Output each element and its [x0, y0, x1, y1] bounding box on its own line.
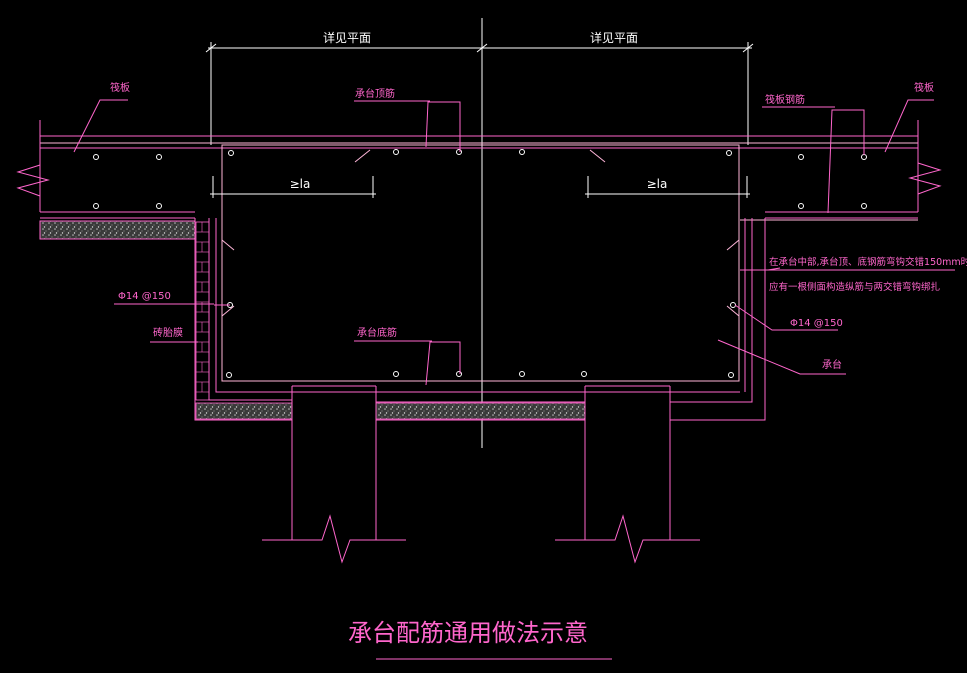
side-bar-right-label: Φ14 @150 [790, 318, 843, 329]
cushion-bottom-left [195, 402, 293, 420]
raft-left-label: 筏板 [110, 81, 130, 94]
cap-outline [194, 218, 766, 421]
side-bar-left-label: Φ14 @150 [118, 291, 171, 302]
cushion-left [39, 220, 196, 240]
cap-rebar-cage [221, 144, 740, 382]
cap-label: 承台 [822, 358, 842, 371]
anchor-left-label: ≥la [290, 177, 311, 191]
raft-rebar-label: 筏板钢筋 [765, 93, 805, 106]
cap-top-bar-label: 承台顶筋 [355, 87, 395, 100]
rebar-dots [93, 149, 867, 378]
brick-mold-left [195, 221, 210, 401]
note-line-1: 在承台中部,承台顶、底钢筋弯钩交错150mm时边 [769, 256, 967, 268]
note-line-2: 应有一根侧面构造纵筋与两交错弯钩绑扎 [769, 281, 941, 293]
drawing-title: 承台配筋通用做法示意 [348, 619, 612, 660]
pile-right [555, 385, 700, 564]
anchor-dimension-right: ≥la [585, 176, 750, 198]
title-text: 承台配筋通用做法示意 [348, 619, 588, 647]
top-dimension: 详见平面 详见平面 [205, 30, 754, 145]
raft-right-label: 筏板 [914, 81, 934, 94]
anchor-right-label: ≥la [647, 177, 668, 191]
brick-mold-label: 砖胎膜 [153, 326, 183, 339]
leaders: 筏板 承台顶筋 筏板钢筋 筏板 在承台中部,承台顶、底钢筋弯钩交错150mm时边… [73, 81, 967, 386]
anchor-dimension-left: ≥la [210, 176, 376, 198]
dim-right-label: 详见平面 [590, 30, 638, 45]
cushion-bottom-middle [375, 402, 586, 420]
raft-slab [16, 120, 942, 221]
pile-left [262, 385, 406, 564]
dim-left-label: 详见平面 [323, 30, 371, 45]
cap-bottom-bar-label: 承台底筋 [357, 326, 397, 339]
